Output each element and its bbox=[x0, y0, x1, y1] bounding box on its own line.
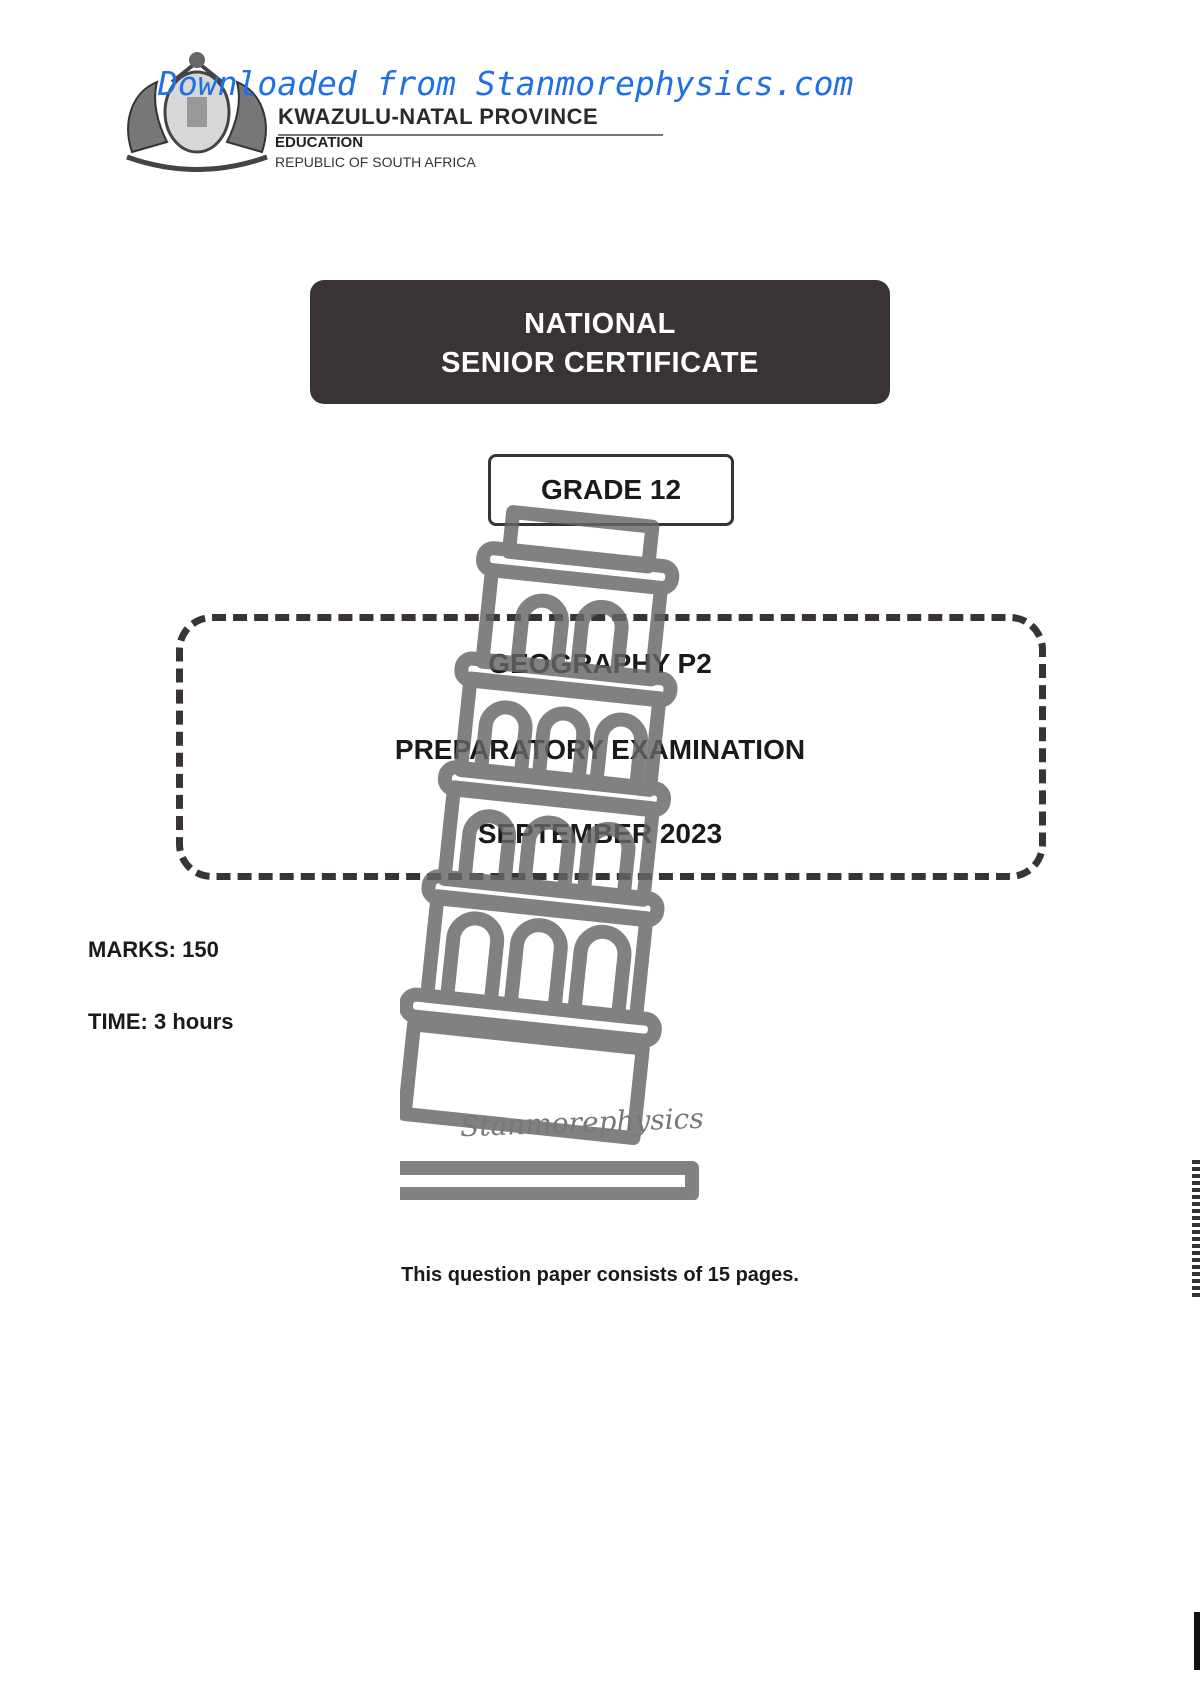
coat-of-arms-icon bbox=[126, 52, 268, 172]
scan-edge-bar bbox=[1194, 1612, 1200, 1670]
leaning-tower-icon bbox=[400, 505, 699, 1200]
certificate-line-1: NATIONAL bbox=[524, 308, 676, 340]
department-name: EDUCATION bbox=[275, 134, 364, 151]
page-count-note: This question paper consists of 15 pages… bbox=[401, 1264, 799, 1286]
header-divider bbox=[278, 134, 663, 136]
certificate-banner: NATIONAL SENIOR CERTIFICATE bbox=[310, 280, 890, 404]
download-source-banner: Downloaded from Stanmorephysics.com bbox=[158, 64, 854, 103]
province-name: KWAZULU-NATAL PROVINCE bbox=[278, 104, 599, 129]
country-name: REPUBLIC OF SOUTH AFRICA bbox=[275, 154, 476, 170]
marks-label: MARKS: 150 bbox=[88, 937, 219, 962]
certificate-line-2: SENIOR CERTIFICATE bbox=[441, 347, 759, 379]
time-label: TIME: 3 hours bbox=[88, 1009, 234, 1034]
scan-edge-mark bbox=[1192, 1160, 1200, 1300]
